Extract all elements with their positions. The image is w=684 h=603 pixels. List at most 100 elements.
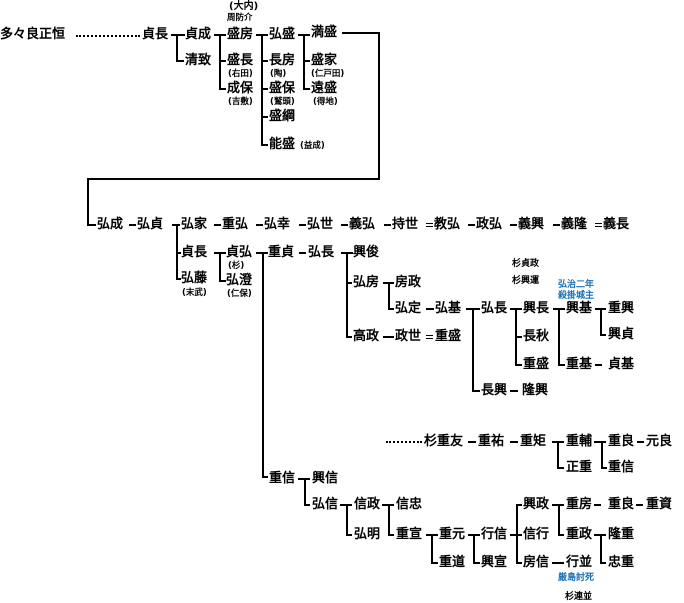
person-name: 重資	[646, 497, 673, 512]
person-name: 義長	[603, 217, 630, 232]
person-name: 重輔	[566, 434, 593, 449]
person-name: 弘藤	[181, 271, 208, 286]
person-name: 興俊	[353, 245, 380, 260]
person-name: 弘貞	[137, 217, 164, 232]
person-name: 重弘	[222, 217, 249, 232]
family-annotation: (益成)	[300, 141, 325, 151]
connector	[261, 34, 263, 146]
connector	[219, 252, 221, 282]
family-annotation: (仁保)	[227, 289, 252, 299]
person-name: 貞基	[608, 357, 635, 372]
person-name: 長房	[269, 53, 296, 68]
person-name: 政世	[395, 329, 422, 344]
connector	[304, 478, 306, 506]
connector	[346, 534, 352, 536]
person-name: 成保	[227, 81, 254, 96]
connector	[262, 476, 268, 478]
person-name: 高政	[353, 329, 380, 344]
family-annotation: (大内)	[229, 1, 259, 12]
person-name: 弘盛	[269, 27, 296, 42]
connector	[600, 334, 606, 336]
connector	[299, 252, 306, 254]
connector	[176, 60, 184, 62]
person-name: 義隆	[561, 217, 588, 232]
connector	[636, 504, 643, 506]
side-note: 杉貞政	[512, 259, 540, 269]
person-name: 満盛	[311, 25, 338, 40]
person-name: 興基	[566, 301, 593, 316]
person-name: 重良	[608, 497, 635, 512]
connector	[342, 32, 380, 34]
connector	[256, 224, 263, 226]
person-name: 貞長	[181, 245, 208, 260]
connector	[261, 144, 268, 146]
connector	[472, 308, 474, 392]
connector	[341, 224, 348, 226]
person-name: 興信	[312, 471, 339, 486]
connector	[558, 364, 565, 366]
connector	[600, 534, 602, 564]
connector	[510, 441, 518, 443]
connector	[299, 224, 306, 226]
connector	[553, 224, 560, 226]
connector	[516, 504, 518, 564]
person-name: 遠盛	[311, 81, 338, 96]
person-name: 元良	[646, 434, 673, 449]
person-name: 弘世	[307, 217, 334, 232]
connector	[388, 282, 390, 310]
person-name: 信忠	[396, 497, 423, 512]
highlighted-note: 弘治二年	[558, 280, 595, 290]
connector	[510, 390, 518, 392]
connector	[473, 534, 475, 564]
person-name: 弘家	[181, 217, 208, 232]
connector	[468, 224, 475, 226]
connector	[515, 364, 522, 366]
connector	[303, 34, 305, 90]
person-name: 重盛	[435, 329, 462, 344]
person-name: 長興	[481, 383, 508, 398]
connector	[516, 562, 522, 564]
person-name: 重矩	[520, 434, 547, 449]
connector	[558, 504, 560, 536]
person-name: 盛保	[269, 81, 296, 96]
connector	[219, 88, 226, 90]
person-name: 貞弘	[226, 245, 253, 260]
person-name: 重元	[439, 527, 466, 542]
connector	[176, 278, 181, 280]
connector	[383, 336, 394, 338]
person-name: 重房	[566, 497, 593, 512]
connector	[510, 224, 517, 226]
connector	[219, 60, 226, 62]
connector	[558, 308, 560, 366]
connector	[346, 252, 348, 338]
person-name: 房信	[523, 555, 550, 570]
person-name: 弘明	[354, 527, 381, 542]
connector	[378, 32, 380, 180]
family-annotation: (仁戸田)	[311, 69, 345, 79]
connector	[303, 60, 310, 62]
connector	[468, 441, 476, 443]
connector	[346, 504, 348, 536]
person-name: 重基	[566, 357, 593, 372]
connector	[594, 504, 601, 506]
person-name: 政弘	[476, 217, 503, 232]
person-name: 隆重	[608, 527, 635, 542]
connector	[87, 178, 380, 180]
person-name: 重興	[608, 301, 635, 316]
person-name: 重宣	[396, 527, 423, 542]
connector	[87, 224, 96, 226]
person-name: 弘幸	[264, 217, 291, 232]
connector	[261, 60, 268, 62]
connector	[303, 88, 310, 90]
adoption-mark	[426, 223, 433, 227]
connector	[472, 390, 480, 392]
connector	[384, 224, 391, 226]
person-name: 信政	[354, 497, 381, 512]
person-name: 弘成	[97, 217, 124, 232]
highlighted-note: 厳島討死	[558, 573, 595, 583]
person-name: 行信	[481, 527, 508, 542]
person-name: 興宣	[481, 555, 508, 570]
connector	[601, 441, 603, 469]
connector	[600, 562, 606, 564]
adoption-mark	[595, 223, 602, 227]
